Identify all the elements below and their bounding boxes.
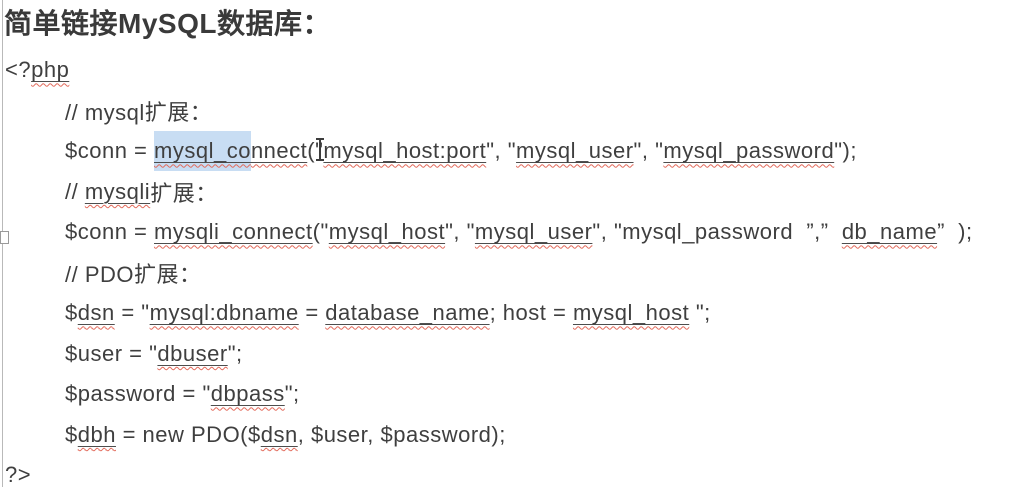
underlined-misspelled-text: nnect	[251, 138, 307, 164]
code-text: ", "	[633, 138, 664, 164]
underlined-misspelled-text: mysql_host	[573, 300, 689, 326]
code-text: ("	[312, 219, 329, 245]
text-cursor-ibeam-icon	[315, 136, 325, 163]
code-text: ";	[284, 381, 300, 407]
frame-resize-handle[interactable]	[0, 231, 9, 244]
spellcheck-squiggle-text: mysql_host	[328, 219, 446, 245]
code-text: = new PDO($	[115, 421, 261, 447]
underlined-misspelled-text: mysql_user	[516, 138, 633, 164]
code-text: =	[298, 300, 326, 326]
spellcheck-squiggle-text: mysql_co	[154, 138, 251, 164]
code-text: $	[65, 421, 78, 447]
code-line: $dbh = new PDO($dsn, $user, $password);	[0, 415, 1019, 456]
underlined-misspelled-text: mysqli_connect	[154, 219, 313, 245]
underlined-misspelled-text: php	[31, 57, 69, 83]
underlined-misspelled-text: dbh	[78, 422, 116, 448]
code-text: // PDO扩展：	[65, 261, 202, 287]
page-title: 简单链接MySQL数据库：	[4, 8, 331, 39]
code-text: ” );	[937, 219, 973, 245]
spellcheck-squiggle-text: database_name	[325, 300, 490, 326]
underlined-misspelled-text: mysql_host	[329, 219, 445, 245]
underlined-misspelled-text: dsn	[261, 422, 298, 448]
code-line: ?>	[0, 455, 1019, 494]
spellcheck-squiggle-text: dbh	[77, 421, 116, 447]
code-text: , $user, $password);	[297, 421, 506, 447]
spellcheck-squiggle-text: mysql_password	[663, 138, 835, 164]
underlined-misspelled-text: dbpass	[211, 381, 285, 407]
code-text: ");	[834, 138, 857, 164]
code-text: ", "	[445, 219, 475, 245]
spellcheck-squiggle-text: dbuser	[157, 340, 228, 366]
code-text: $	[65, 300, 78, 326]
code-text: // mysql扩展：	[65, 99, 213, 125]
code-text: ("	[307, 136, 325, 164]
spellcheck-squiggle-text: mysql:dbname	[149, 300, 299, 326]
underlined-misspelled-text: mysql_user	[475, 219, 592, 245]
code-line: // PDO扩展：	[0, 253, 1019, 294]
code-text: $user = "	[65, 340, 158, 366]
spellcheck-squiggle-text: mysql_host:port	[323, 138, 487, 164]
spellcheck-squiggle-text: db_name	[841, 219, 938, 245]
spellcheck-squiggle-text: dbpass	[210, 381, 285, 407]
code-line: <?php	[0, 50, 1019, 91]
selected-text: mysql_co	[154, 138, 251, 165]
spellcheck-squiggle-text: mysqli	[84, 178, 151, 204]
code-text: ", "mysql_password ”,”	[592, 219, 842, 245]
spellcheck-squiggle-text: nnect	[250, 138, 308, 164]
code-text: ";	[689, 300, 711, 326]
code-text: $conn =	[65, 138, 155, 164]
code-text: 扩展：	[150, 180, 218, 206]
underlined-misspelled-text: mysql_host:port	[323, 138, 486, 164]
spellcheck-squiggle-text: dsn	[77, 300, 115, 326]
spellcheck-squiggle-text: mysqli_connect	[154, 219, 313, 245]
code-text: ; host =	[489, 300, 573, 326]
underlined-misspelled-text: database_name	[325, 300, 489, 326]
code-text: $conn =	[65, 219, 155, 245]
code-line: $dsn = "mysql:dbname = database_name; ho…	[0, 293, 1019, 334]
underlined-misspelled-text: mysql_password	[663, 138, 834, 164]
underlined-misspelled-text: dsn	[78, 300, 115, 326]
underlined-misspelled-text: mysqli	[85, 179, 150, 205]
code-line: $password = "dbpass";	[0, 374, 1019, 415]
code-text: //	[65, 178, 85, 204]
code-line: $conn = mysqli_connect("mysql_host", "my…	[0, 212, 1019, 253]
spellcheck-squiggle-text: mysql_host	[572, 300, 690, 326]
code-text: ", "	[486, 138, 517, 164]
underlined-misspelled-text: dbuser	[157, 341, 227, 367]
spellcheck-squiggle-text: dsn	[260, 421, 298, 447]
code-line: $user = "dbuser";	[0, 334, 1019, 375]
spellcheck-squiggle-text: mysql_user	[516, 138, 634, 164]
underlined-misspelled-text: mysql:dbname	[150, 300, 299, 326]
underlined-misspelled-text: db_name	[842, 219, 937, 245]
spellcheck-squiggle-text: mysql_user	[474, 219, 593, 245]
code-text: <?	[5, 57, 32, 83]
code-text: ?>	[5, 462, 32, 488]
code-text: ";	[227, 340, 243, 366]
code-line: // mysql扩展：	[0, 91, 1019, 132]
code-text: = "	[114, 300, 150, 326]
spellcheck-squiggle-text: php	[31, 57, 70, 83]
code-text: $password = "	[65, 381, 211, 407]
